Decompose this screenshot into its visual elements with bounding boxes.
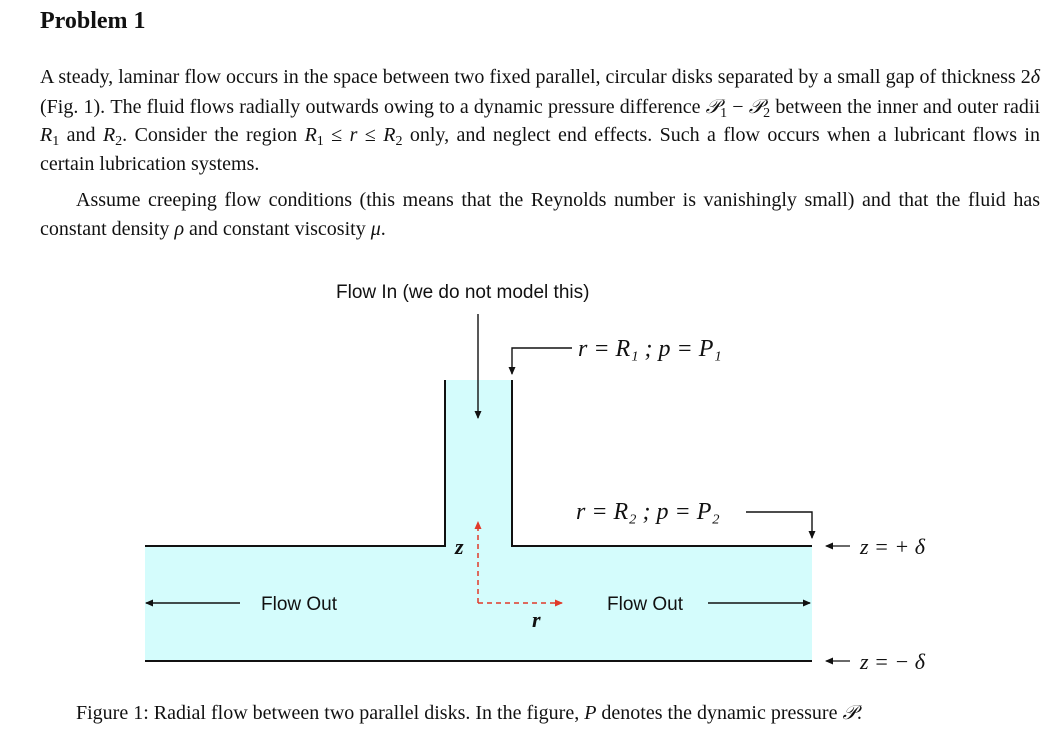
inner-bc-label: r = R₁ ; p = P₁ [578, 336, 722, 362]
p2-text-c: . [380, 217, 386, 240]
p1-r: r [349, 124, 358, 146]
figure-caption: Figure 1: Radial flow between two parall… [76, 700, 862, 725]
p2-text-a: Assume creeping flow conditions (this me… [40, 189, 1040, 240]
flow-out-left-label: Flow Out [261, 594, 338, 615]
p2-rho: ρ [174, 217, 185, 240]
caption-end: . [856, 702, 862, 724]
radial-flow-diagram: Flow In (we do not model this) r = R₁ ; … [145, 282, 926, 674]
flow-out-right-label: Flow Out [607, 594, 684, 615]
p1-sub1: 1 [720, 105, 728, 121]
p1-P2: 𝒫 [748, 93, 764, 118]
p1-R2-sub: 2 [115, 134, 123, 149]
p2-mu: μ [370, 217, 381, 240]
r-axis-label: r [532, 607, 541, 632]
flow-in-label: Flow In (we do not model this) [336, 282, 589, 303]
p1-R2b: R [383, 124, 396, 146]
p1-R1b: R [304, 124, 317, 146]
z-top-label: z = + δ [859, 534, 926, 559]
problem-paragraph-2: Assume creeping flow conditions (this me… [40, 186, 1040, 243]
p1-sub2: 2 [763, 105, 771, 121]
problem-heading: Problem 1 [40, 8, 146, 34]
p1-R2: R [102, 124, 116, 146]
upper-wall-left [145, 380, 446, 547]
p1-leq1: ≤ [323, 124, 350, 146]
inner-bc-pointer [508, 347, 572, 375]
p1-R1: R [40, 124, 53, 146]
p1-R2b-sub: 2 [395, 134, 403, 149]
caption-P: P [584, 702, 597, 724]
p2-text-b: and constant viscosity [184, 217, 371, 240]
upper-wall-right [511, 380, 812, 547]
p1-leq2: ≤ [357, 124, 384, 146]
p1-minus: − [727, 95, 749, 118]
caption-script-P: 𝒫 [842, 700, 857, 724]
p1-and: and [59, 124, 103, 146]
p1-R1-sub: 1 [52, 134, 60, 149]
p1-text-a: A steady, laminar flow occurs in the spa… [40, 66, 1031, 88]
p1-text-c: between the inner and outer radii [770, 95, 1041, 118]
p1-delta: δ [1030, 66, 1040, 88]
z-axis-label: z [454, 534, 464, 559]
fluid-region [145, 380, 812, 661]
p1-P1: 𝒫 [705, 93, 721, 118]
caption-text-a: Figure 1: Radial flow between two parall… [76, 702, 585, 724]
problem-paragraph-1: A steady, laminar flow occurs in the spa… [40, 63, 1040, 178]
caption-text-b: denotes the dynamic pressure [596, 702, 843, 724]
p1-text-b: (Fig. 1). The fluid flows radially outwa… [40, 95, 706, 118]
z-bottom-label: z = − δ [859, 649, 926, 674]
outer-bc-pointer [746, 511, 816, 539]
p1-text-d: . Consider the region [122, 124, 305, 146]
p1-text-e: only, and neglect end effects. Such a fl… [40, 124, 1040, 175]
p1-R1b-sub: 1 [316, 134, 324, 149]
outer-bc-label: r = R₂ ; p = P₂ [576, 499, 720, 525]
